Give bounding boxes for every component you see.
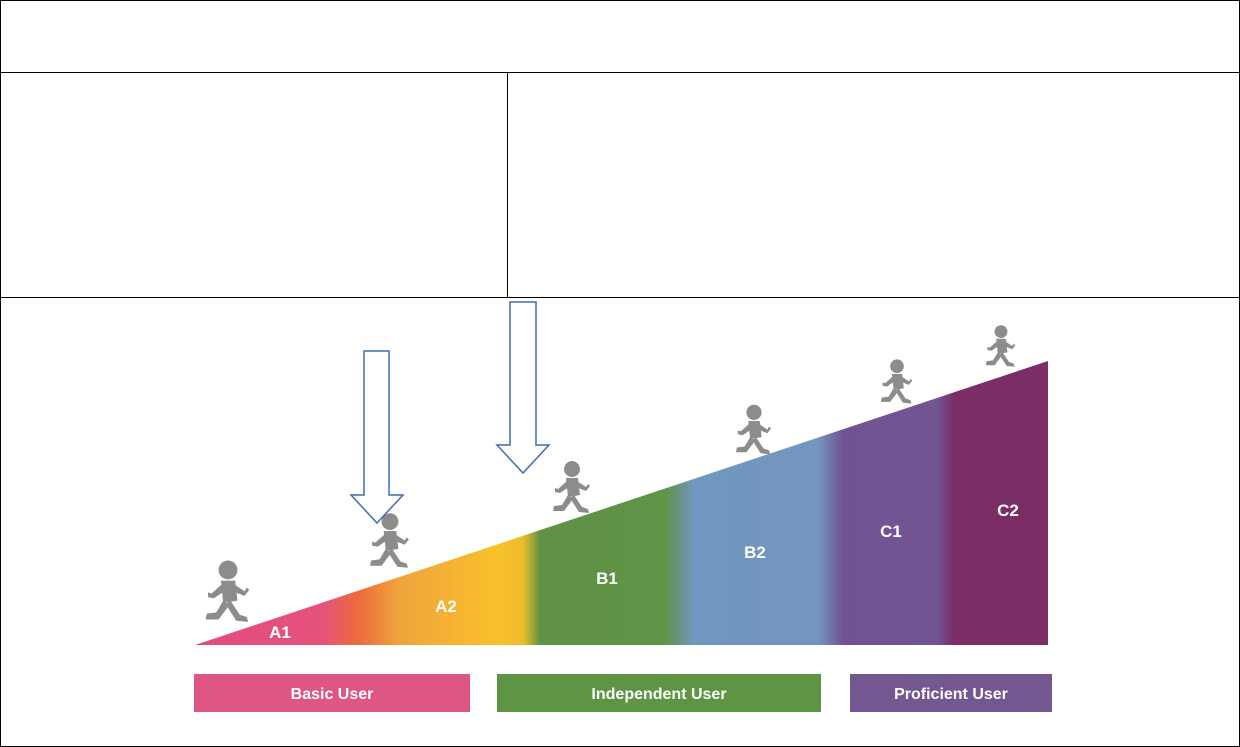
runner-figure-icon [985, 325, 1016, 367]
level-label-b2: B2 [744, 543, 766, 562]
runner-figure-icon [553, 461, 590, 513]
cefr-levels-diagram: A1 A2 B1 B2 C1 C2 Basic User Independent… [194, 301, 1052, 712]
down-arrow-icon [349, 350, 405, 525]
level-label-c2: C2 [997, 501, 1019, 520]
user-group-label-independent: Independent User [591, 686, 726, 703]
user-group-bar-independent [497, 674, 821, 712]
user-group-bar-basic [194, 674, 470, 712]
runner-figure-icon [880, 359, 913, 404]
table-header-row [0, 0, 1240, 73]
cefr-ramp [195, 361, 1048, 645]
level-label-a1: A1 [269, 623, 291, 642]
runner-figure-icon [735, 404, 772, 455]
user-group-bar-proficient [850, 674, 1052, 712]
user-group-label-proficient: Proficient User [894, 686, 1008, 703]
down-arrow-icon [495, 301, 551, 475]
table-cell-left [0, 72, 508, 298]
level-label-c1: C1 [880, 522, 902, 541]
level-label-b1: B1 [596, 569, 618, 588]
table-cell-right [507, 72, 1240, 298]
user-group-label-basic: Basic User [291, 686, 374, 703]
runner-figure-icon [205, 560, 250, 622]
level-label-a2: A2 [435, 597, 457, 616]
